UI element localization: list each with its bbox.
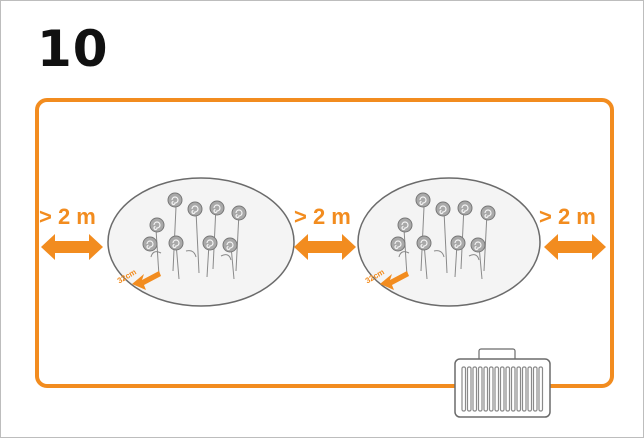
distance-label-right: > 2 m (539, 204, 596, 229)
flower-icon (167, 192, 183, 208)
distance-label-left: > 2 m (39, 204, 96, 229)
flower-icon (416, 235, 432, 251)
step-number: 10 (37, 20, 109, 78)
flower-icon (450, 235, 466, 251)
bed-width-arrow-1 (132, 271, 161, 290)
lawn-boundary (35, 98, 614, 388)
flower-icon (435, 201, 451, 217)
bed-width-arrow-2 (380, 271, 409, 290)
distance-label-middle: > 2 m (294, 204, 351, 229)
flower-icon (480, 205, 496, 221)
flower-icon (142, 236, 158, 252)
flower-icon (168, 235, 184, 251)
flower-bed-1 (107, 177, 295, 307)
flower-icon (149, 217, 165, 233)
charging-station-icon (454, 348, 551, 418)
flower-icon (397, 217, 413, 233)
flower-bed-2 (357, 177, 541, 307)
flower-icon (415, 192, 431, 208)
flower-icon (222, 237, 238, 253)
double-arrow-icon (41, 234, 103, 260)
flower-icon (209, 200, 225, 216)
flower-icon (231, 205, 247, 221)
flower-icon (470, 237, 486, 253)
flower-icon (202, 235, 218, 251)
double-arrow-icon (294, 234, 356, 260)
flower-icon (390, 236, 406, 252)
flower-icon (457, 200, 473, 216)
flower-icon (187, 201, 203, 217)
double-arrow-icon (544, 234, 606, 260)
